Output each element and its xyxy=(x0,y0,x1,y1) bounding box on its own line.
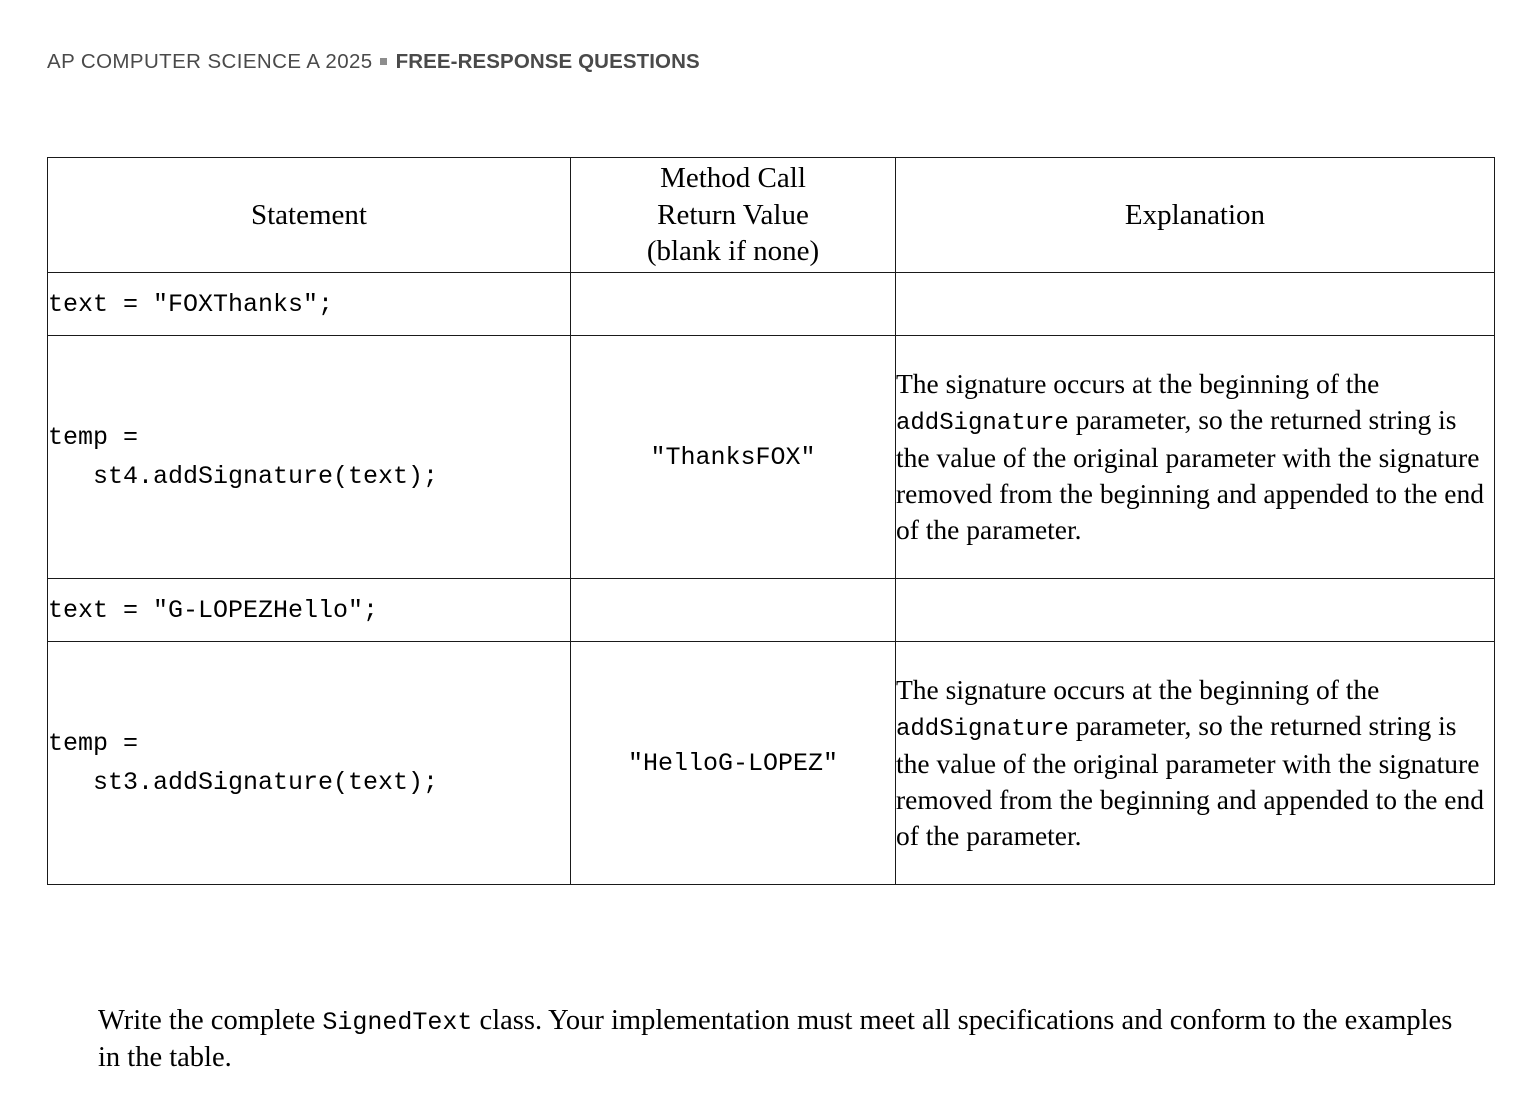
return-value-cell: "ThanksFOX" xyxy=(570,335,896,579)
return-value-cell xyxy=(570,272,896,336)
statement-line: st4.addSignature(text); xyxy=(48,462,439,491)
closing-instruction: Write the complete SignedText class. You… xyxy=(98,1002,1478,1077)
explanation-text-after: parameter, so the returned string is the… xyxy=(896,709,1485,852)
square-bullet-icon xyxy=(379,58,387,66)
explanation-text-before: The signature occurs at the beginning of… xyxy=(896,673,1380,705)
return-header-line-3: (blank if none) xyxy=(646,235,820,268)
statement-cell: text = "G-LOPEZHello"; xyxy=(47,578,571,642)
page-running-header: AP COMPUTER SCIENCE A 2025 FREE-RESPONSE … xyxy=(47,50,700,73)
closing-text-before: Write the complete xyxy=(98,1004,316,1036)
explanation-cell: The signature occurs at the beginning of… xyxy=(895,335,1495,579)
closing-code-token: SignedText xyxy=(322,1007,473,1037)
explanation-cell xyxy=(895,272,1495,336)
return-value-cell: "HelloG-LOPEZ" xyxy=(570,641,896,885)
return-header-line-2: Return Value xyxy=(657,198,809,231)
table-row: text = "G-LOPEZHello"; xyxy=(47,578,1495,642)
statement-cell: temp = st3.addSignature(text); xyxy=(47,641,571,885)
explanation-text-after: parameter, so the returned string is the… xyxy=(896,403,1485,546)
table-header-row: Statement Method Call Return Value (blan… xyxy=(47,157,1495,273)
statement-line: temp = xyxy=(48,423,139,452)
explanation-cell: The signature occurs at the beginning of… xyxy=(895,641,1495,885)
column-header-statement: Statement xyxy=(47,157,571,273)
explanation-code-token: addSignature xyxy=(896,715,1069,743)
explanation-cell xyxy=(895,578,1495,642)
table-row: temp = st4.addSignature(text); "ThanksFO… xyxy=(47,335,1495,579)
return-header-line-1: Method Call xyxy=(660,162,806,195)
return-value-cell xyxy=(570,578,896,642)
closing-text-after: class. Your implementation must meet all… xyxy=(98,1004,1453,1074)
column-header-return-value: Method Call Return Value (blank if none) xyxy=(570,157,896,273)
table-row: temp = st3.addSignature(text); "HelloG-L… xyxy=(47,641,1495,885)
table-row: text = "FOXThanks"; xyxy=(47,272,1495,336)
section-name-label: FREE-RESPONSE QUESTIONS xyxy=(395,50,700,73)
statement-line: temp = xyxy=(48,729,139,758)
explanation-code-token: addSignature xyxy=(896,409,1069,437)
explanation-text-before: The signature occurs at the beginning of… xyxy=(896,367,1380,399)
statement-cell: text = "FOXThanks"; xyxy=(47,272,571,336)
examples-table: Statement Method Call Return Value (blan… xyxy=(47,157,1495,885)
statement-cell: temp = st4.addSignature(text); xyxy=(47,335,571,579)
exam-name-label: AP COMPUTER SCIENCE A 2025 xyxy=(47,50,373,73)
statement-line: st3.addSignature(text); xyxy=(48,768,439,797)
column-header-explanation: Explanation xyxy=(895,157,1495,273)
